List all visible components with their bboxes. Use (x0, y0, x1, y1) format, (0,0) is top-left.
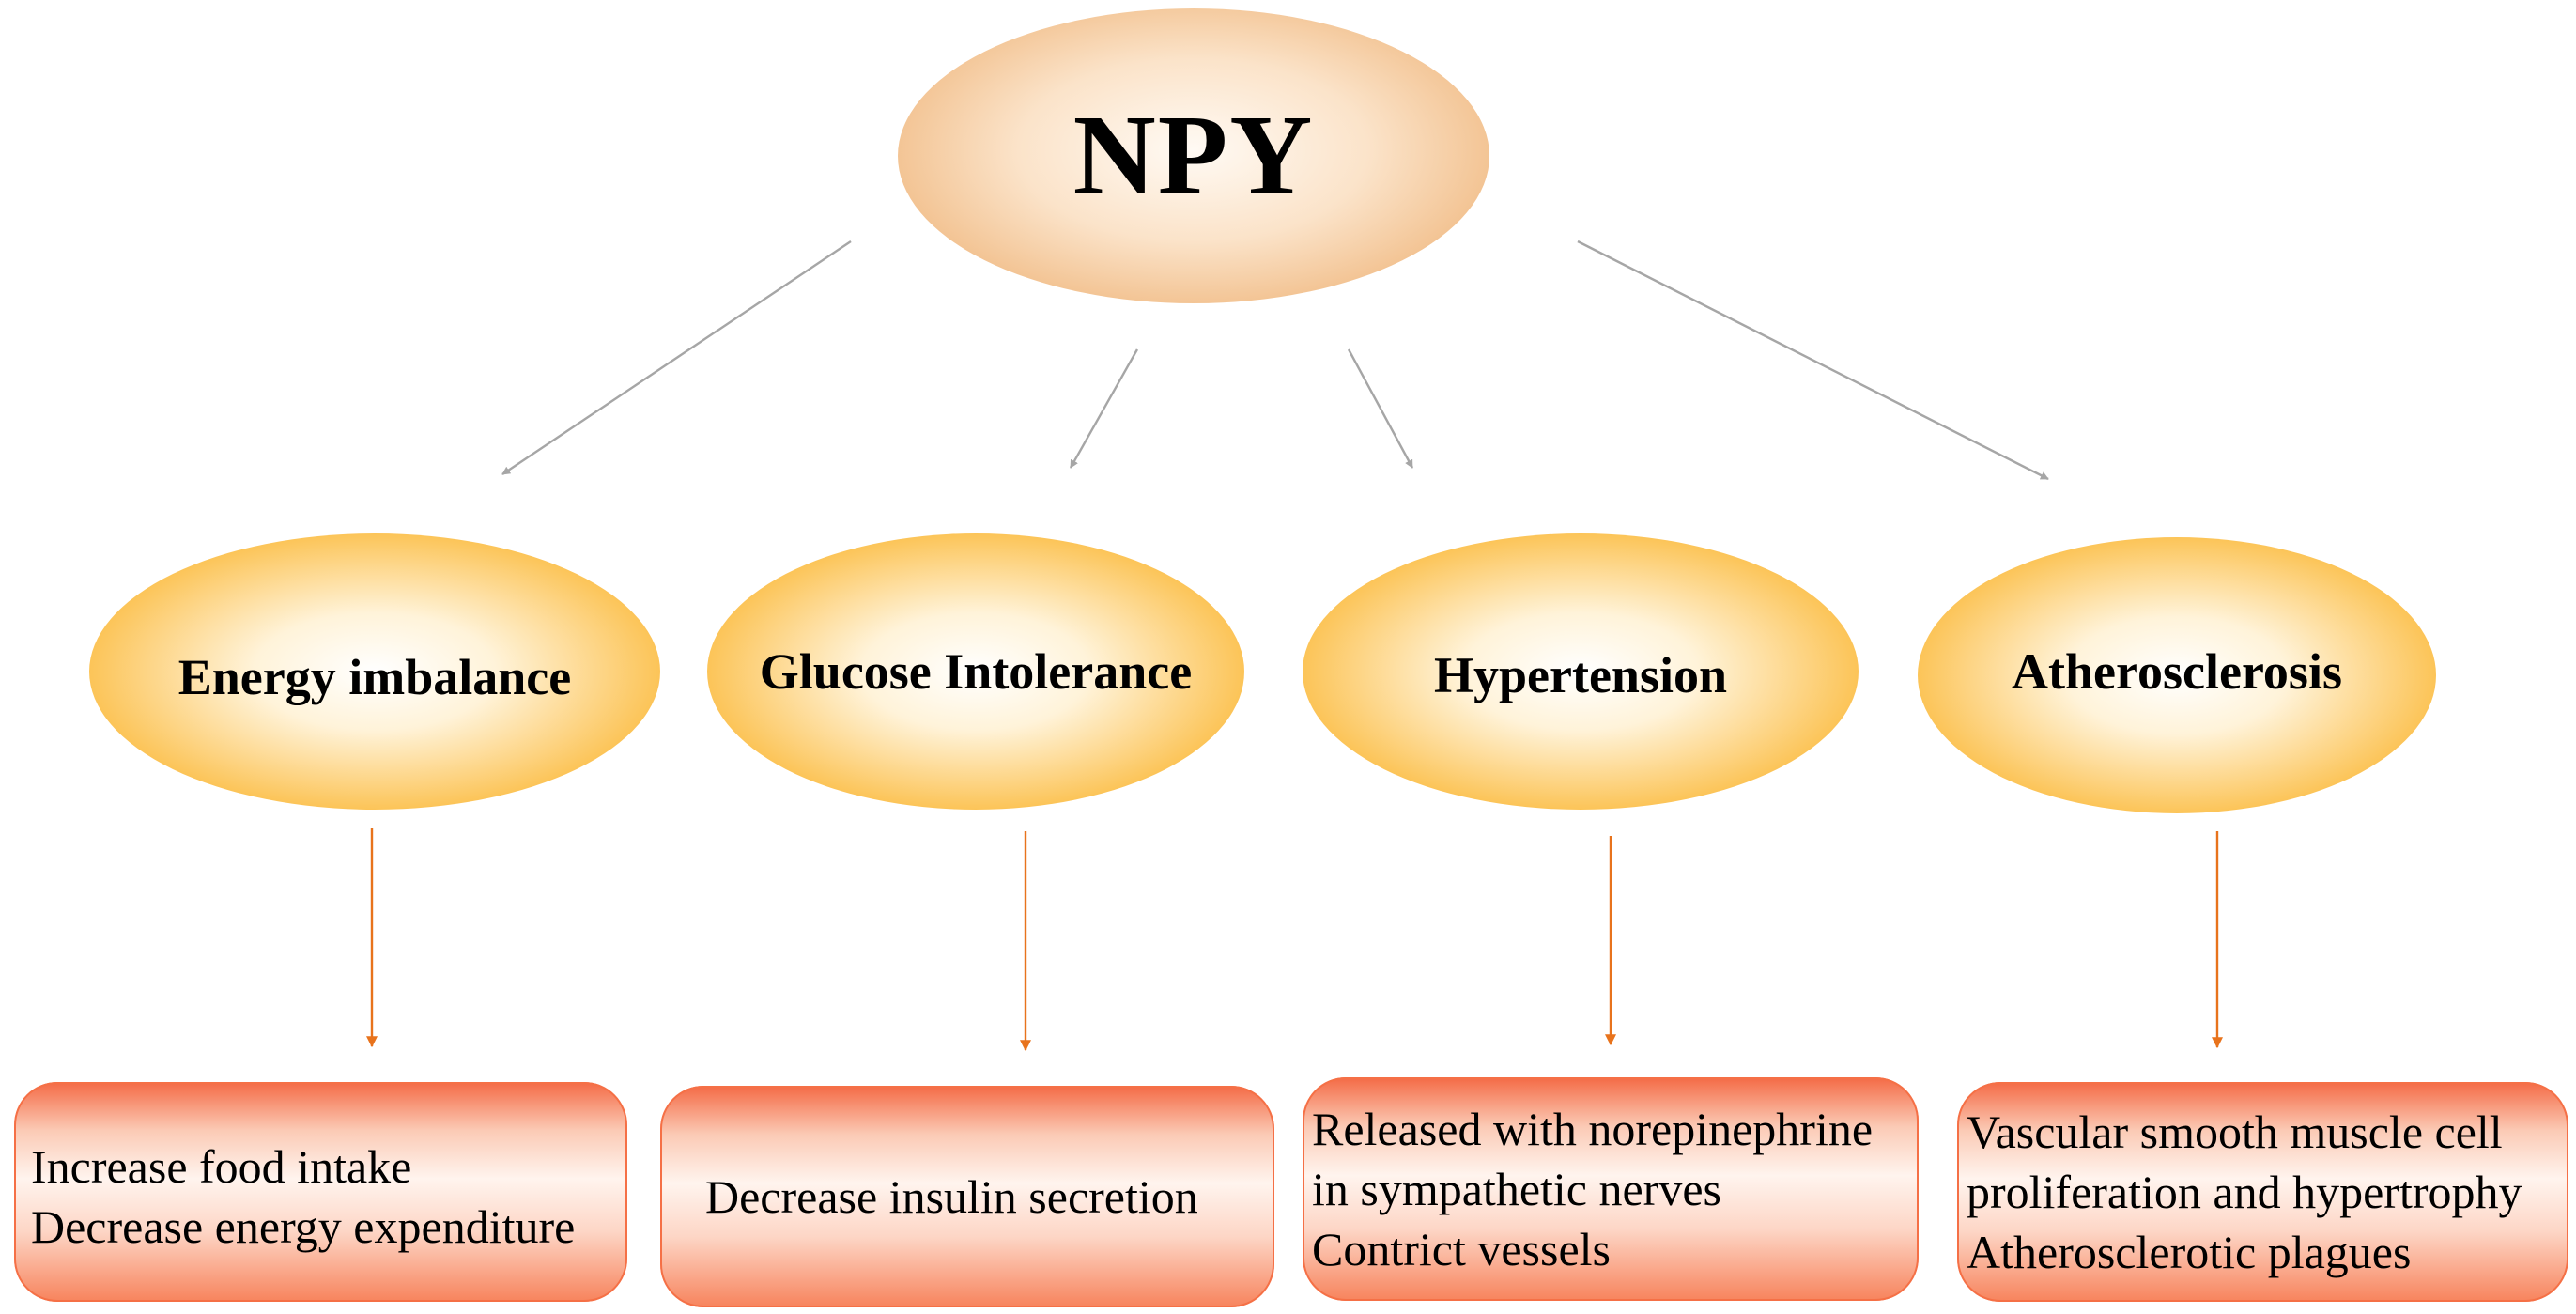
energy-effect-2: Decrease energy expenditure (31, 1200, 576, 1253)
npy-label: NPY (1072, 92, 1315, 219)
atherosclerosis-effect-2: proliferation and hypertrophy (1967, 1166, 2522, 1218)
atherosclerosis-node: Atherosclerosis (1918, 537, 2436, 813)
energy-imbalance-label: Energy imbalance (177, 649, 572, 705)
hypertension-effect-3: Contrict vessels (1312, 1223, 1612, 1275)
energy-effects-box: Increase food intake Decrease energy exp… (14, 1082, 627, 1302)
atherosclerosis-effects-box: Vascular smooth muscle cell proliferatio… (1957, 1082, 2568, 1302)
energy-effect-1: Increase food intake (31, 1140, 412, 1193)
hypertension-node: Hypertension (1303, 533, 1859, 810)
atherosclerosis-effect-3: Atherosclerotic plagues (1967, 1226, 2412, 1278)
glucose-effect-1: Decrease insulin secretion (705, 1170, 1198, 1223)
arrow-npy-to-hypertension (1347, 348, 1414, 469)
hypertension-effects-box: Released with norepinephrine in sympathe… (1303, 1077, 1919, 1301)
atherosclerosis-label: Atherosclerosis (2012, 643, 2342, 700)
npy-node: NPY (898, 8, 1489, 303)
atherosclerosis-effect-1: Vascular smooth muscle cell (1967, 1105, 2503, 1158)
glucose-effects-box: Decrease insulin secretion (660, 1086, 1274, 1307)
glucose-intolerance-node: Glucose Intolerance (707, 533, 1244, 810)
energy-imbalance-node: Energy imbalance (89, 533, 660, 810)
hypertension-effect-2: in sympathetic nerves (1312, 1163, 1721, 1215)
arrow-npy-to-glucose (1069, 348, 1139, 469)
glucose-intolerance-label: Glucose Intolerance (759, 643, 1193, 700)
hypertension-label: Hypertension (1433, 647, 1727, 703)
arrow-npy-to-energy (501, 240, 852, 475)
arrow-npy-to-atherosclerosis (1577, 240, 2049, 481)
hypertension-effect-1: Released with norepinephrine (1312, 1103, 1874, 1155)
